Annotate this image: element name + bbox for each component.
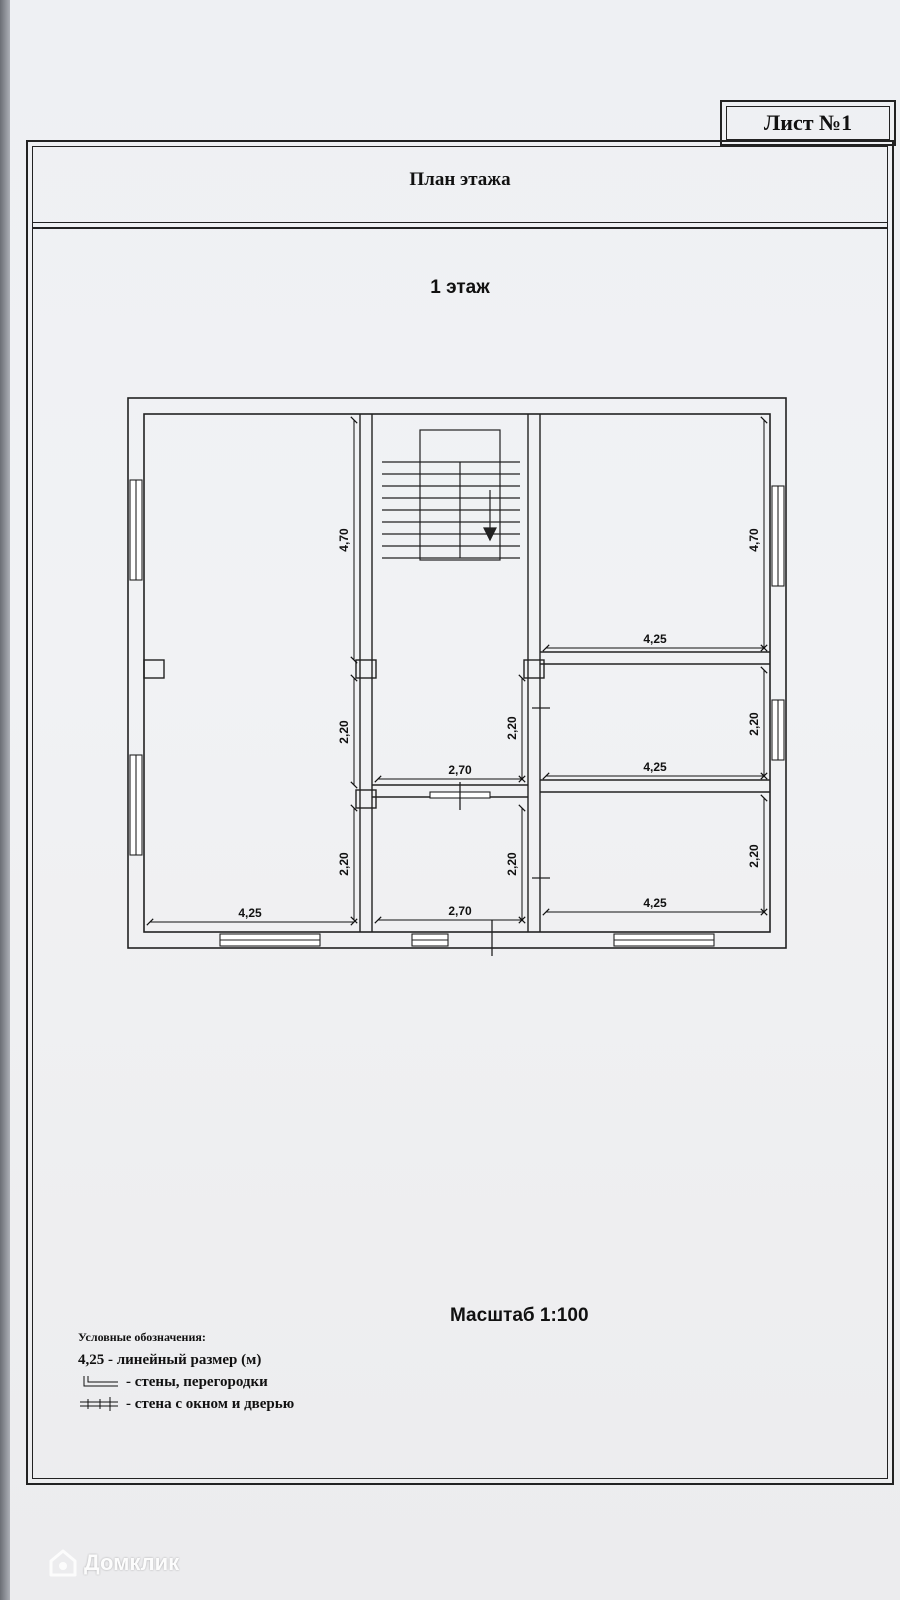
dimension-labels: 4,25 4,70 2,20 2,20 2,70 2,20 2,70 2,20 … [238, 528, 761, 920]
document-sheet: Лист №1 План этажа 1 этаж [10, 0, 900, 1600]
title-band: План этажа [33, 147, 887, 229]
outer-walls [127, 397, 787, 949]
dim-hall-width: 2,70 [448, 763, 472, 777]
sheet-number: Лист №1 [726, 106, 890, 140]
dim-right-mid-width: 4,25 [643, 760, 667, 774]
doors [459, 707, 550, 956]
legend-item-walls: - стены, перегородки [78, 1371, 294, 1393]
staircase [382, 429, 520, 561]
dim-right-bottom-width: 4,25 [643, 896, 667, 910]
dim-left-height-mid: 2,20 [337, 720, 351, 744]
legend-item-dimension: 4,25 - линейный размер (м) [78, 1349, 294, 1371]
legend-item-walls-label: - стены, перегородки [126, 1374, 268, 1390]
floor-title: 1 этаж [430, 277, 490, 298]
dim-hall-height: 2,20 [505, 716, 519, 740]
floor-plan: 4,25 4,70 2,20 2,20 2,70 2,20 2,70 2,20 … [127, 397, 787, 956]
dim-right-top-width: 4,25 [643, 632, 667, 646]
sheet-number-box: Лист №1 [720, 100, 896, 146]
dimension-lines [146, 416, 768, 926]
dim-right-mid-height: 2,20 [747, 712, 761, 736]
watermark-label: Домклик [84, 1550, 180, 1575]
dim-left-height-bottom: 2,20 [337, 852, 351, 876]
watermark: Домклик [48, 1548, 179, 1578]
dim-right-bottom-height: 2,20 [747, 844, 761, 868]
domclick-logo-icon [49, 1549, 77, 1577]
legend: Условные обозначения: 4,25 - линейный ра… [78, 1330, 294, 1415]
dim-small-height: 2,20 [505, 852, 519, 876]
window-door-symbol-icon [80, 1397, 118, 1411]
legend-item-dimension-label: 4,25 - линейный размер (м) [78, 1352, 262, 1368]
page-edge [0, 0, 12, 1600]
windows [129, 479, 785, 947]
dim-small-width: 2,70 [448, 904, 472, 918]
drawing-frame-inner: План этажа 1 этаж [32, 146, 888, 1479]
dim-right-top-height: 4,70 [747, 528, 761, 552]
dim-left-width: 4,25 [238, 906, 262, 920]
plan-title: План этажа [409, 169, 511, 190]
dim-left-height-top: 4,70 [337, 528, 351, 552]
legend-item-window-door-label: - стена с окном и дверью [126, 1396, 295, 1412]
interior-walls [143, 414, 770, 932]
legend-item-window-door: - стена с окном и дверью [78, 1393, 294, 1415]
drawing-frame: План этажа 1 этаж [26, 140, 894, 1485]
wall-symbol-icon [83, 1376, 118, 1387]
scale-label: Масштаб 1:100 [450, 1305, 589, 1326]
legend-heading: Условные обозначения: [78, 1330, 206, 1344]
